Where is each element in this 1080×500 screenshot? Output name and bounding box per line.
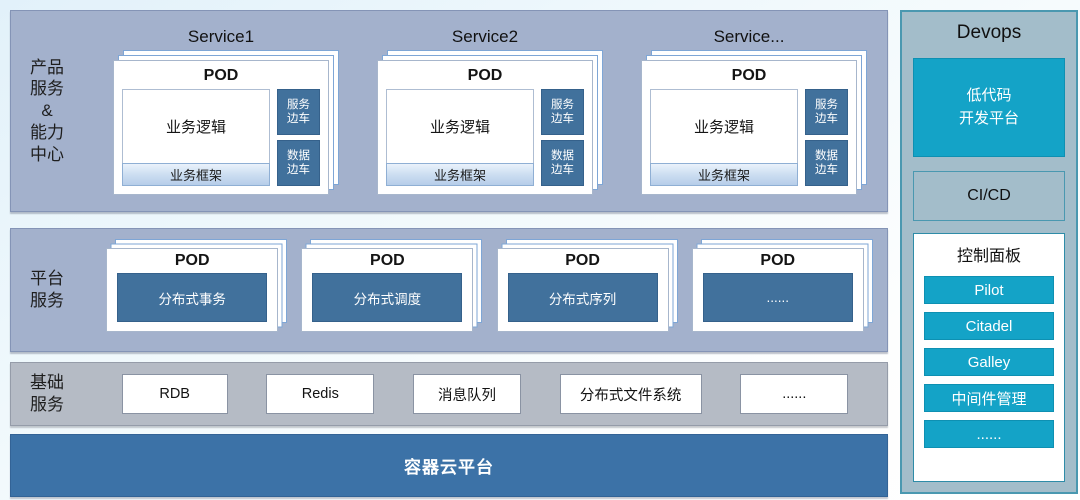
business-column: 业务逻辑 业务框架	[386, 89, 534, 186]
pod-title: POD	[731, 67, 767, 84]
data-sidecar-box: 数据 边车	[541, 140, 584, 186]
distributed-filesystem-box: 分布式文件系统	[559, 374, 702, 414]
sidecar-column: 服务 边车 数据 边车	[541, 89, 584, 186]
distributed-sequence-box: 分布式序列	[507, 273, 658, 322]
sidecar-column: 服务 边车 数据 边车	[277, 89, 320, 186]
pod-stack: POD 业务逻辑 业务框架 服务 边车 数据 边车	[377, 60, 593, 195]
service-title: Service2	[451, 27, 519, 46]
service-group-1: Service1 POD 业务逻辑 业务框架 服务 边车 数据 边车	[95, 27, 347, 195]
cicd-box: CI/CD	[913, 171, 1065, 221]
business-logic-box: 业务逻辑	[650, 89, 798, 164]
service-group-3: Service... POD 业务逻辑 业务框架 服务 边车 数据 边车	[623, 27, 875, 195]
pod-title: POD	[467, 67, 503, 84]
platform-pod-stack-4: POD ......	[691, 248, 864, 332]
band-label-product: 产品 服务 & 能力 中心	[30, 57, 64, 164]
pod-card: POD 分布式调度	[301, 248, 474, 332]
message-queue-box: 消息队列	[412, 374, 521, 414]
pod-card: POD 业务逻辑 业务框架 服务 边车 数据 边车	[641, 60, 857, 195]
pod-card: POD ......	[691, 248, 864, 332]
more-services-box: ......	[702, 273, 853, 322]
pod-title: POD	[203, 67, 239, 84]
service-group-2: Service2 POD 业务逻辑 业务框架 服务 边车 数据 边车	[359, 27, 611, 195]
data-sidecar-box: 数据 边车	[805, 140, 848, 186]
distributed-transaction-box: 分布式事务	[117, 273, 268, 322]
business-column: 业务逻辑 业务框架	[122, 89, 270, 186]
business-framework-box: 业务框架	[386, 163, 534, 186]
business-framework-box: 业务框架	[650, 163, 798, 186]
devops-title: Devops	[956, 22, 1022, 43]
platform-services-content: POD 分布式事务 POD 分布式调度 POD 分布式序列 POD	[83, 229, 887, 351]
lowcode-platform-box: 低代码 开发平台	[913, 58, 1065, 157]
band-label-basic: 基础 服务	[30, 373, 64, 414]
control-panel-title: 控制面板	[956, 248, 1021, 265]
sidecar-column: 服务 边车 数据 边车	[805, 89, 848, 186]
platform-pod-stack-1: POD 分布式事务	[106, 248, 279, 332]
citadel-box: Citadel	[924, 312, 1054, 340]
pod-body: 业务逻辑 业务框架 服务 边车 数据 边车	[650, 89, 848, 186]
platform-services-band: 平台 服务 POD 分布式事务 POD 分布式调度 POD 分布式序列	[10, 228, 888, 352]
platform-pod-stack-3: POD 分布式序列	[496, 248, 669, 332]
distributed-scheduling-box: 分布式调度	[312, 273, 463, 322]
main-architecture-area: 产品 服务 & 能力 中心 Service1 POD 业务逻辑 业务框架 服务 …	[10, 10, 888, 497]
service-sidecar-box: 服务 边车	[805, 89, 848, 135]
middleware-management-box: 中间件管理	[924, 384, 1054, 412]
rdb-box: RDB	[121, 374, 228, 414]
data-sidecar-box: 数据 边车	[277, 140, 320, 186]
platform-pod-stack-2: POD 分布式调度	[301, 248, 474, 332]
service-sidecar-box: 服务 边车	[541, 89, 584, 135]
pod-stack: POD 业务逻辑 业务框架 服务 边车 数据 边车	[113, 60, 329, 195]
service-title: Service1	[187, 27, 255, 46]
band-label-platform: 平台 服务	[30, 269, 64, 310]
business-logic-box: 业务逻辑	[386, 89, 534, 164]
container-cloud-platform-bar: 容器云平台	[10, 434, 888, 497]
business-framework-box: 业务框架	[122, 163, 270, 186]
pod-card: POD 分布式序列	[496, 248, 669, 332]
product-services-band: 产品 服务 & 能力 中心 Service1 POD 业务逻辑 业务框架 服务 …	[10, 10, 888, 212]
pod-title: POD	[760, 252, 796, 269]
basic-services-band: 基础 服务 RDB Redis 消息队列 分布式文件系统 ......	[10, 362, 888, 426]
service-sidecar-box: 服务 边车	[277, 89, 320, 135]
pod-stack: POD 业务逻辑 业务框架 服务 边车 数据 边车	[641, 60, 857, 195]
pod-title: POD	[370, 252, 405, 269]
devops-panel: Devops 低代码 开发平台 CI/CD 控制面板 Pilot Citadel…	[900, 10, 1078, 494]
pilot-box: Pilot	[924, 276, 1054, 304]
pod-body: 业务逻辑 业务框架 服务 边车 数据 边车	[122, 89, 320, 186]
business-logic-box: 业务逻辑	[122, 89, 270, 164]
pod-card: POD 业务逻辑 业务框架 服务 边车 数据 边车	[377, 60, 593, 195]
pod-title: POD	[565, 252, 600, 269]
pod-card: POD 业务逻辑 业务框架 服务 边车 数据 边车	[113, 60, 329, 195]
more-control-items-box: ......	[924, 420, 1054, 448]
redis-box: Redis	[266, 374, 375, 414]
business-column: 业务逻辑 业务框架	[650, 89, 798, 186]
control-panel-group: 控制面板 Pilot Citadel Galley 中间件管理 ......	[913, 233, 1065, 482]
pod-body: 业务逻辑 业务框架 服务 边车 数据 边车	[386, 89, 584, 186]
galley-box: Galley	[924, 348, 1054, 376]
basic-services-content: RDB Redis 消息队列 分布式文件系统 ......	[83, 363, 887, 425]
pod-card: POD 分布式事务	[106, 248, 279, 332]
more-basic-services-box: ......	[740, 374, 849, 414]
service-title: Service...	[713, 27, 785, 46]
pod-title: POD	[174, 252, 210, 269]
product-services-content: Service1 POD 业务逻辑 业务框架 服务 边车 数据 边车	[83, 11, 887, 211]
